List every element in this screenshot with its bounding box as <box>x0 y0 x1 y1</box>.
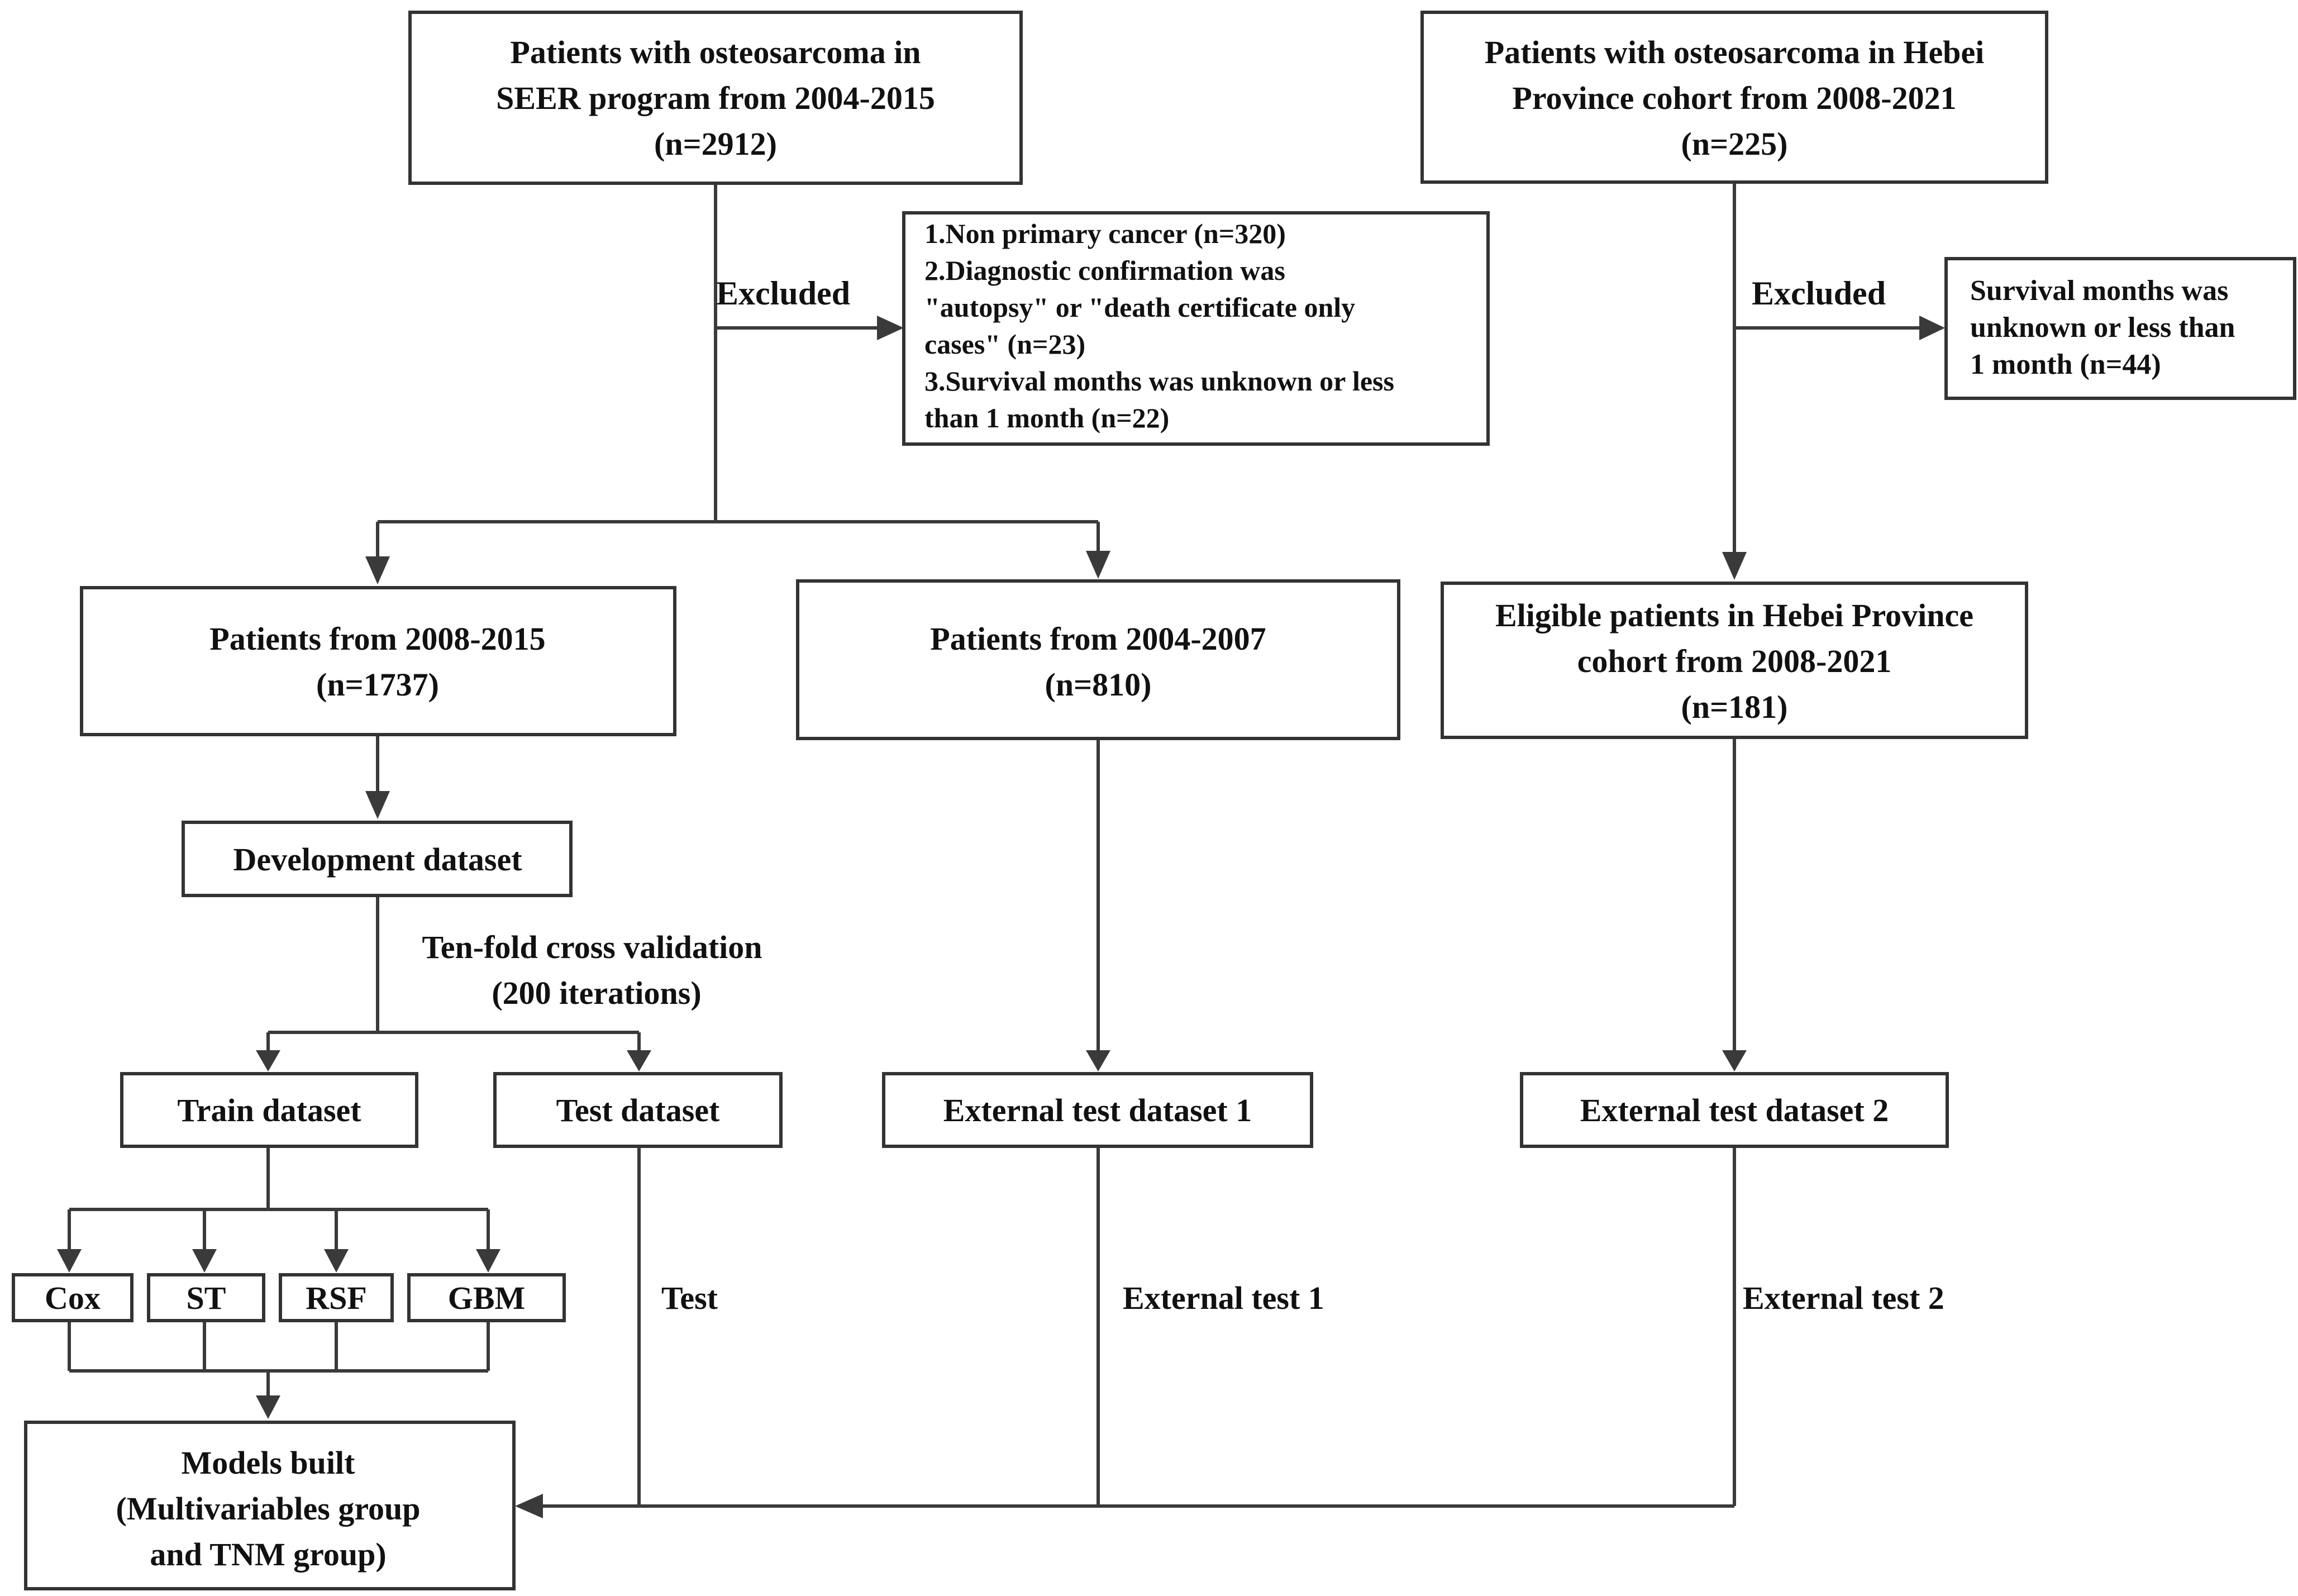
collector-arrowhead <box>515 1494 543 1518</box>
exclusion-2-arrowhead <box>1919 316 1945 340</box>
exclusion-1-arrowhead <box>877 316 904 340</box>
development-label: Development dataset <box>233 841 522 878</box>
exclusion-1-line-5: 3.Survival months was unknown or less <box>924 365 1394 397</box>
seer-line-3: (n=2912) <box>654 126 777 162</box>
node-patients-2004-2007: Patients from 2004-2007 (n=810) <box>796 579 1400 740</box>
node-eligible-hebei: Eligible patients in Hebei Province coho… <box>1441 582 2028 739</box>
cv-line-2: (200 iterations) <box>492 975 701 1011</box>
edge-label-ext1: External test 1 <box>1123 1280 1324 1316</box>
excluded-label-1: Excluded <box>716 275 850 312</box>
exclusion-2-line-2: unknown or less than <box>1970 312 2235 344</box>
to-built-arrowhead <box>256 1395 280 1419</box>
eligible-line-1: Eligible patients in Hebei Province <box>1495 597 1973 633</box>
node-model-gbm: GBM <box>407 1273 566 1322</box>
seer-line-1: Patients with osteosarcoma in <box>510 34 921 70</box>
model-cox-label: Cox <box>45 1280 101 1316</box>
edge-label-test: Test <box>661 1280 718 1316</box>
to-ext1-arrowhead <box>1086 1050 1110 1071</box>
exclusion-1-line-3: "autopsy" or "death certificate only <box>924 292 1355 323</box>
node-external-test-1: External test dataset 1 <box>882 1072 1313 1148</box>
hebei-line-3: (n=225) <box>1681 126 1788 162</box>
node-hebei: Patients with osteosarcoma in Hebei Prov… <box>1420 11 2048 184</box>
exclusion-1-line-2: 2.Diagnostic confirmation was <box>924 255 1285 286</box>
node-development-dataset: Development dataset <box>182 821 573 897</box>
eligible-line-2: cohort from 2008-2021 <box>1577 643 1892 679</box>
built-line-3: and TNM group) <box>150 1536 386 1573</box>
p2004-line-2: (n=810) <box>1045 666 1152 703</box>
to-2008-arrowhead <box>365 556 390 584</box>
p2008-line-2: (n=1737) <box>316 666 439 703</box>
arrowheads <box>57 316 1945 1518</box>
to-ext2-arrowhead <box>1722 1050 1747 1071</box>
ext2-label: External test dataset 2 <box>1580 1092 1889 1128</box>
exclusion-1-line-1: 1.Non primary cancer (n=320) <box>924 218 1286 249</box>
node-model-rsf: RSF <box>279 1273 394 1322</box>
excluded-label-2: Excluded <box>1752 275 1886 312</box>
built-line-1: Models built <box>182 1445 356 1481</box>
p2004-line-1: Patients from 2004-2007 <box>930 621 1266 657</box>
hebei-line-1: Patients with osteosarcoma in Hebei <box>1485 34 1985 70</box>
model-rsf-label: RSF <box>306 1280 367 1316</box>
exclusion-1-line-4: cases" (n=23) <box>924 328 1085 360</box>
connectors <box>68 182 1922 1508</box>
node-patients-2008-2015: Patients from 2008-2015 (n=1737) <box>80 586 676 736</box>
to-2004-arrowhead <box>1086 551 1110 579</box>
model-gbm-label: GBM <box>448 1280 526 1316</box>
to-train-arrowhead <box>256 1050 280 1071</box>
node-external-test-2: External test dataset 2 <box>1520 1072 1949 1148</box>
node-test-dataset: Test dataset <box>493 1072 783 1148</box>
to-eligible-arrowhead <box>1722 552 1747 580</box>
cv-line-1: Ten-fold cross validation <box>422 929 762 965</box>
eligible-line-3: (n=181) <box>1681 689 1788 725</box>
edge-label-ext2: External test 2 <box>1743 1280 1944 1316</box>
p2008-line-1: Patients from 2008-2015 <box>209 621 545 657</box>
to-st-arrowhead <box>192 1249 217 1273</box>
model-st-label: ST <box>187 1280 226 1316</box>
exclusion-2-line-3: 1 month (n=44) <box>1970 349 2161 380</box>
exclusion-1-line-6: than 1 month (n=22) <box>924 402 1169 433</box>
node-models-built: Models built (Multivariables group and T… <box>24 1421 516 1590</box>
to-development-arrowhead <box>365 791 390 819</box>
to-gbm-arrowhead <box>476 1249 500 1273</box>
test-label: Test dataset <box>556 1092 720 1128</box>
node-exclusion-1: 1.Non primary cancer (n=320) 2.Diagnosti… <box>902 211 1490 446</box>
hebei-line-2: Province cohort from 2008-2021 <box>1512 80 1956 116</box>
node-exclusion-2: Survival months was unknown or less than… <box>1944 257 2296 400</box>
node-seer: Patients with osteosarcoma in SEER progr… <box>408 11 1023 185</box>
ext1-label: External test dataset 1 <box>943 1092 1252 1128</box>
node-train-dataset: Train dataset <box>120 1072 418 1148</box>
train-label: Train dataset <box>177 1092 361 1128</box>
seer-line-2: SEER program from 2004-2015 <box>496 80 935 116</box>
node-model-cox: Cox <box>12 1273 134 1322</box>
built-line-2: (Multivariables group <box>116 1490 420 1527</box>
exclusion-2-line-1: Survival months was <box>1970 275 2228 307</box>
to-rsf-arrowhead <box>324 1249 349 1273</box>
node-model-st: ST <box>147 1273 265 1322</box>
to-cox-arrowhead <box>57 1249 82 1273</box>
to-test-arrowhead <box>627 1050 651 1071</box>
